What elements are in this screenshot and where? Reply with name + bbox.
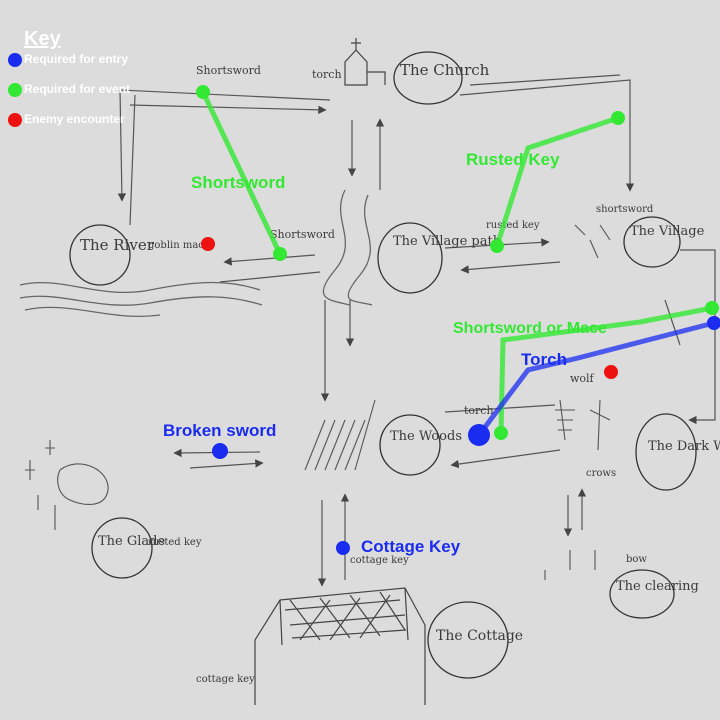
cottage-key-entry-dot [336,541,350,555]
shortsword-connector [200,89,283,257]
rusted-key-connector [494,115,621,249]
dark-woods-label: The Dark Woods [648,439,720,454]
note-torch-woods: torch [464,404,494,417]
river-label: The River [80,236,155,254]
cottage-circle [427,601,509,679]
rusted-key-event-dot [611,111,625,125]
pencil-notes: Shortsword torch Shortsword goblin mace … [148,64,654,685]
river-sketch [19,189,373,318]
broken-sword-entry-dot [212,443,228,459]
note-shortsword-top: Shortsword [196,64,261,77]
church-sketch [344,38,386,86]
woods-circle [379,414,441,476]
location-labels: The Church The River The Village path Th… [80,61,720,644]
note-shortsword-river: Shortsword [270,228,335,241]
torch-entry-dot [468,424,490,446]
broken-sword-annotation: Broken sword [163,421,276,440]
cottage-label: The Cottage [436,628,523,644]
river-down-line [129,94,136,226]
shortsword-or-mace-connector [498,305,715,436]
note-goblin-mace: goblin mace [148,240,210,251]
legend-item-entry: Required for entry [8,52,128,67]
legend-item-event: Required for event [8,82,130,97]
forest-hatching [25,224,611,580]
note-crows: crows [586,468,616,479]
cottage-sketch [254,587,426,705]
glade-circle [91,517,153,579]
note-wolf: wolf [570,372,595,385]
river-to-path [219,271,321,283]
village-entry-dot [707,316,720,330]
shortsword-annotation: Shortsword [191,173,285,192]
rusted-key-annotation: Rusted Key [466,150,560,169]
legend-entry-dot [8,52,22,67]
shortsword-event-dot [196,85,210,99]
shortsword-or-mace-annotation: Shortsword or Mace [453,320,607,337]
village-event-dot [705,301,719,315]
note-bow: bow [626,554,647,565]
church-circle [393,51,463,105]
overlay-dots [196,85,720,555]
village-to-path-arrow [460,261,561,274]
goblin-enemy-dot [201,237,215,251]
dark-woods-circle [635,413,697,491]
legend-item-enemy: Enemy encounter [8,112,125,127]
woods-event-dot [494,426,508,440]
village-to-darkwoods [680,249,716,425]
legend-enemy-label: Enemy encounter [24,112,125,126]
clearing-circle [609,569,675,619]
cottage-key-annotation: Cottage Key [361,537,461,556]
note-shortsword-village: shortsword [596,204,654,215]
legend-event-dot [8,82,22,97]
note-rusted-key-glade: rusted key [148,537,202,548]
shortsword-river-event-dot [273,247,287,261]
river-circle [69,224,131,286]
note-cottage-key-sketch: cottage key [350,555,409,566]
note-torch-top: torch [312,68,342,81]
top-path-left [119,89,331,101]
location-circles [69,51,697,679]
legend-title: Key [24,28,61,50]
legend-enemy-dot [8,112,22,127]
glade-blob [57,463,109,505]
top-path-right-2 [469,74,621,86]
torch-connector [476,320,717,438]
darkwoods-to-woods-arrow [450,449,561,469]
clearing-label: The clearing [616,579,699,594]
glade-to-woods-arrow [189,459,264,469]
top-path-left-arrow [129,104,327,115]
river-down-arrow [117,89,127,202]
overlay-connectors [200,89,717,438]
woods-label: The Woods [390,429,462,444]
legend-event-label: Required for event [24,82,131,96]
glade-label: The Glade [98,534,165,549]
church-label: The Church [400,61,490,79]
note-cottage-key-bottom: cottage key [196,674,255,685]
rusted-key-path-event-dot [490,239,504,253]
path-to-river-arrow [223,254,316,266]
overlay-labels: Shortsword Rusted Key Shortsword or Mace… [163,150,607,556]
village-path-label: The Village path [393,234,502,249]
village-path-circle [377,222,443,294]
village-side-line [664,299,681,346]
wolf-enemy-dot [604,365,618,379]
village-circle [623,216,681,268]
legend-entry-label: Required for entry [24,52,129,66]
path-arrows [117,74,716,587]
village-label: The Village [630,224,705,239]
note-rusted-key-path: rusted key [486,220,540,231]
torch-annotation: Torch [521,350,567,369]
top-path-right [459,79,635,192]
